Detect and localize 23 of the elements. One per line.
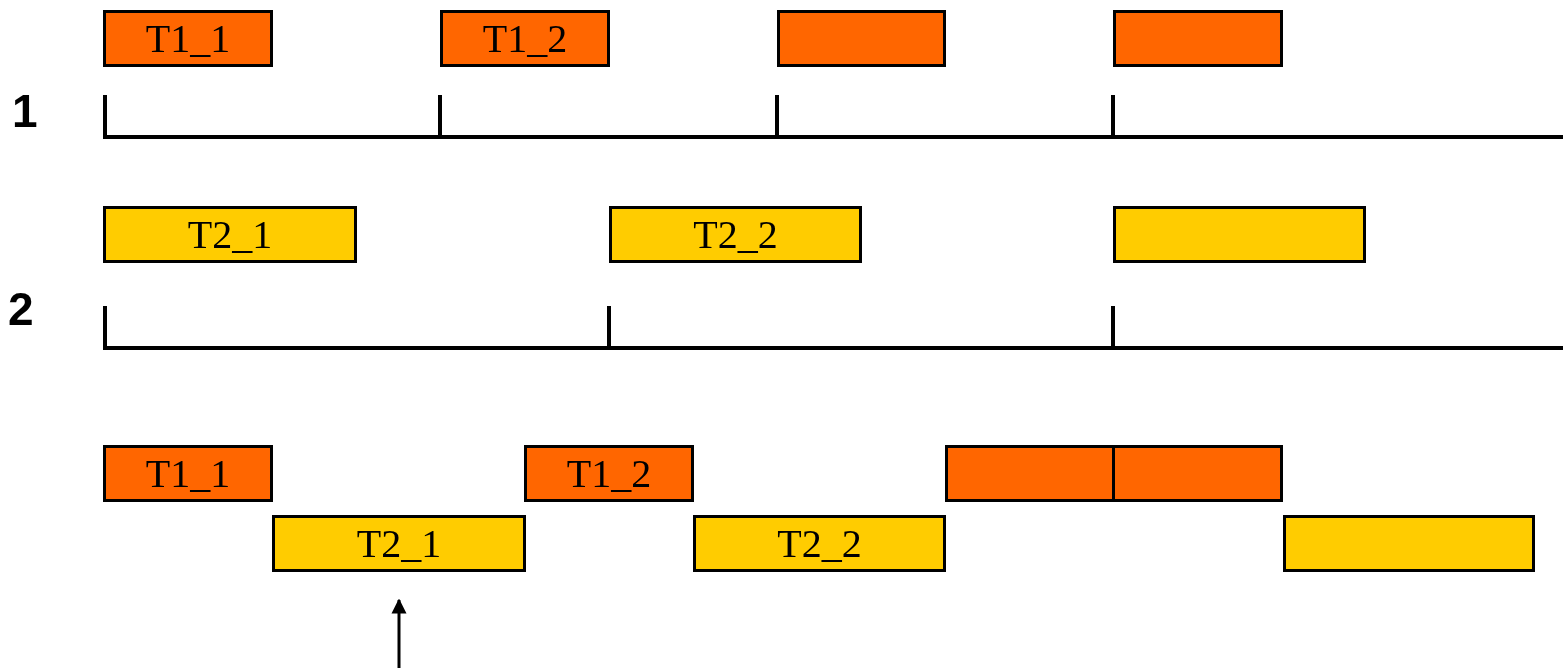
empty-task-bar [1113, 10, 1283, 67]
task-bar [272, 515, 526, 572]
task-label: T2_2 [693, 211, 778, 258]
task-label: T2_1 [356, 520, 442, 567]
row-number: 1 [12, 88, 38, 134]
task-label: T1_2 [566, 450, 652, 497]
task-bar [524, 445, 694, 502]
task-bar [103, 206, 357, 263]
empty-task-bar [1283, 515, 1535, 572]
task-label: T2_2 [777, 520, 862, 567]
task-label: T1_1 [145, 450, 231, 497]
arrow [391, 598, 407, 668]
empty-task-bar [1113, 206, 1366, 263]
task-label: T2_1 [187, 211, 273, 258]
task-bar [693, 515, 946, 572]
empty-task-bar [777, 10, 946, 67]
task-label: T1_1 [145, 15, 231, 62]
task-bar [103, 10, 273, 67]
row-number: 2 [8, 286, 34, 332]
task-bar [440, 10, 610, 67]
task-bar [103, 445, 273, 502]
task-bar [609, 206, 862, 263]
task-label: T1_2 [482, 15, 568, 62]
